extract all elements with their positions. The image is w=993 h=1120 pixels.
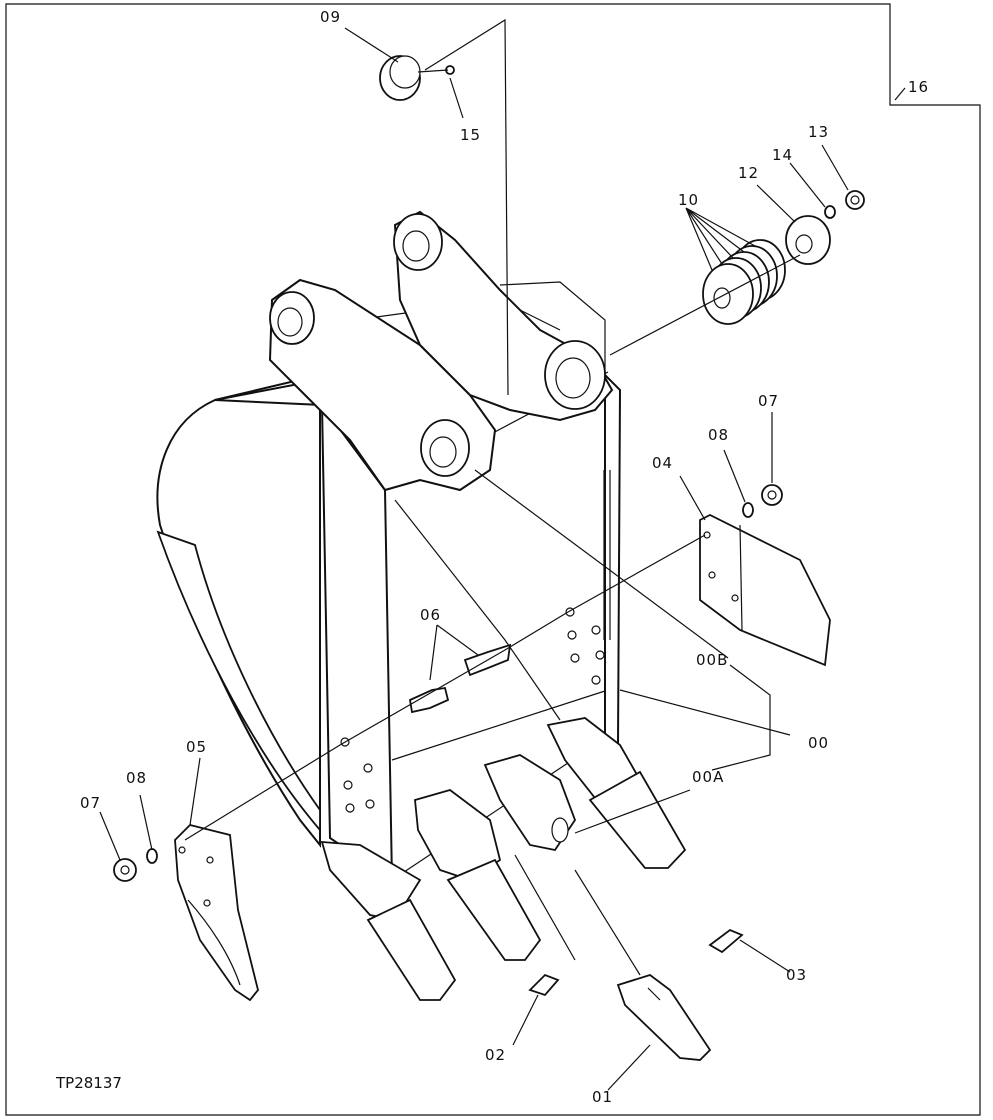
callout-08-right: 08	[708, 426, 729, 444]
callout-04: 04	[652, 454, 673, 472]
bucket-assembly	[156, 210, 622, 882]
part-09-bushing	[379, 55, 421, 101]
callout-09: 09	[320, 8, 341, 26]
callout-00B: 00B	[696, 651, 728, 669]
callout-07-right: 07	[758, 392, 779, 410]
diagram-border	[5, 3, 981, 1116]
callout-00: 00	[808, 734, 829, 752]
part-08-washer-right	[742, 502, 754, 518]
part-13-bolt	[845, 190, 865, 210]
part-12-plate	[785, 215, 831, 265]
callout-14: 14	[772, 146, 793, 164]
leader-lines	[99, 18, 906, 1091]
part-08-washer-left	[146, 848, 158, 864]
teeth-row	[320, 717, 687, 1001]
part-06-bolts	[408, 643, 512, 714]
part-14-washer	[824, 205, 836, 219]
part-03-pin	[708, 928, 744, 954]
part-07-nut-left	[113, 858, 137, 882]
part-01-tooth	[616, 974, 712, 1061]
part-10-shims	[702, 239, 786, 325]
callout-15: 15	[460, 126, 481, 144]
callout-13: 13	[808, 123, 829, 141]
callout-16: 16	[908, 78, 929, 96]
callout-07-left: 07	[80, 794, 101, 812]
callout-03: 03	[786, 966, 807, 984]
callout-05: 05	[186, 738, 207, 756]
callout-12: 12	[738, 164, 759, 182]
callout-01: 01	[592, 1088, 613, 1106]
callout-06: 06	[420, 606, 441, 624]
figure-reference: TP28137	[55, 1074, 122, 1092]
callout-08-left: 08	[126, 769, 147, 787]
part-02-retainer	[528, 973, 560, 997]
callout-00A: 00A	[692, 768, 724, 786]
side-cutter-right	[699, 513, 831, 667]
part-07-nut-right	[761, 484, 783, 506]
side-cutter-left	[174, 824, 259, 1002]
callout-10: 10	[678, 191, 699, 209]
callout-02: 02	[485, 1046, 506, 1064]
